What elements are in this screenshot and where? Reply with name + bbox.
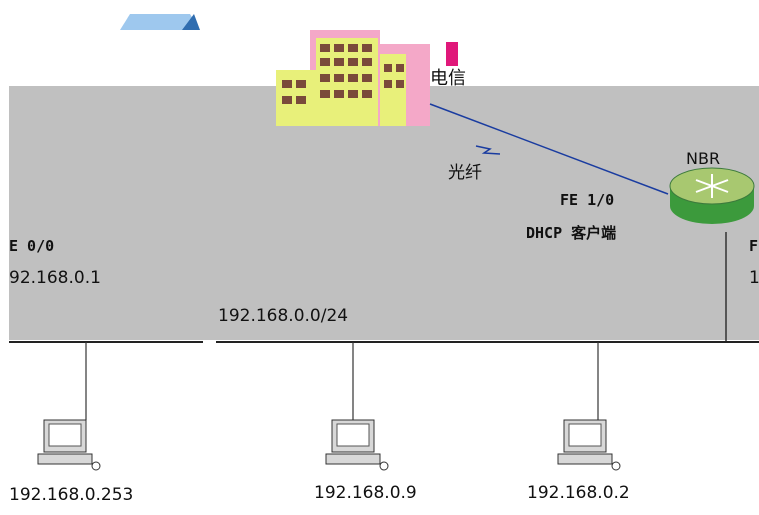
pc-icon <box>325 419 389 471</box>
fiber-link <box>429 103 669 195</box>
subnet-label: 192.168.0.0/24 <box>218 306 349 326</box>
router-icon <box>669 167 755 224</box>
lan-port-label: E 0/0 <box>9 237 55 255</box>
wan-port-mode: DHCP 客户端 <box>526 224 617 242</box>
pc-icon <box>37 419 101 471</box>
host-ip-label: 192.168.0.253 <box>9 485 134 505</box>
host-ip-label: 192.168.0.2 <box>527 483 630 503</box>
right-port-ip: 1 <box>749 268 759 288</box>
right-port-label: F <box>749 237 759 255</box>
pc-icon <box>557 419 621 471</box>
decoration-fragment <box>120 14 200 30</box>
lan-port-ip: 92.168.0.1 <box>9 268 101 288</box>
fiber-label: 光纤 <box>448 163 482 183</box>
host-ip-label: 192.168.0.9 <box>314 483 417 503</box>
router-label: NBR <box>686 149 721 168</box>
wan-port-label: FE 1/0 <box>560 191 615 209</box>
lan-background <box>9 86 759 340</box>
isp-label: 电信 <box>430 68 466 89</box>
isp-building-icon <box>276 30 458 126</box>
